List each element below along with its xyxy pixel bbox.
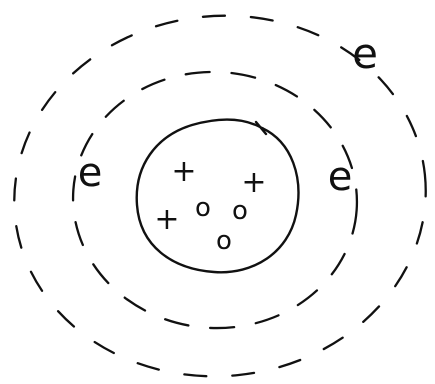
- neutron-symbol: o: [216, 226, 232, 256]
- neutron-symbol: o: [232, 196, 248, 226]
- neutron-symbol: o: [195, 193, 211, 223]
- electron-outer: e: [352, 29, 378, 78]
- electron-inner-right: e: [328, 154, 353, 200]
- proton-symbol: +: [154, 202, 179, 237]
- inner-electron-shell: [64, 62, 365, 337]
- proton-symbol: +: [171, 154, 196, 189]
- electron-inner-left: e: [78, 150, 103, 196]
- proton-symbol: +: [241, 165, 266, 200]
